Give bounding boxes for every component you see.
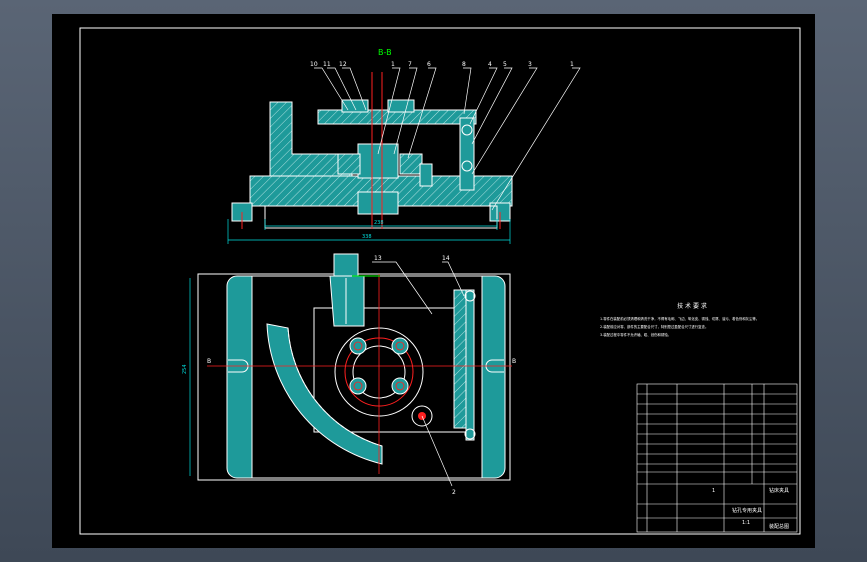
svg-text:6: 6 [427,61,431,68]
svg-text:13: 13 [374,255,382,262]
section-label: B-B [378,48,392,57]
note-2: 2.装配前应对零、部件的主要配合尺寸，特别是过盈配合尺寸进行复查。 [600,324,708,329]
drawing-canvas: B-B [79,27,801,535]
svg-text:4: 4 [488,61,492,68]
title-scale: 1:1 [742,520,750,526]
svg-text:5: 5 [503,61,507,68]
svg-text:2: 2 [452,489,456,496]
dim-height: 254 [182,364,188,374]
section-mark-right: B [512,358,516,365]
section-view: B-B [227,48,581,244]
title-school: 装配总图 [769,523,789,530]
technical-notes: 技 术 要 求 1.零件在装配前必须清理和清洗干净，不得有毛刺、飞边、氧化皮、锈… [600,302,759,337]
center-column [357,143,399,179]
title-name: 钻床夹具 [769,487,789,494]
svg-text:11: 11 [323,61,331,68]
svg-text:3: 3 [528,61,532,68]
dim-outer: 338 [362,234,372,240]
dim-inner: 238 [374,220,384,226]
clamp-nut-left [341,99,369,113]
side-rail [453,289,467,429]
drawing-frame [79,27,801,535]
support-post [459,117,475,191]
svg-text:1: 1 [570,61,574,68]
svg-text:10: 10 [310,61,318,68]
title-sub: 钻孔专用夹具 [732,507,762,514]
clamp-nut-right [387,99,415,113]
svg-text:14: 14 [442,255,450,262]
section-mark-left: B [207,358,211,365]
svg-text:1: 1 [391,61,395,68]
title-sheet: 1 [712,488,715,494]
svg-text:12: 12 [339,61,347,68]
note-3: 3.装配过程中零件不允许磕、碰、划伤和锈蚀。 [600,332,671,337]
title-block [636,383,798,533]
notes-title: 技 术 要 求 [677,302,707,310]
svg-text:7: 7 [408,61,412,68]
clamp-block [329,275,365,327]
svg-text:8: 8 [462,61,466,68]
cad-viewport[interactable]: B-B [52,14,815,548]
plan-view: 254 B B 13 14 2 [182,253,516,496]
lower-nut [357,191,399,215]
note-1: 1.零件在装配前必须清理和清洗干净，不得有毛刺、飞边、氧化皮、锈蚀、切屑、油污、… [600,316,759,321]
